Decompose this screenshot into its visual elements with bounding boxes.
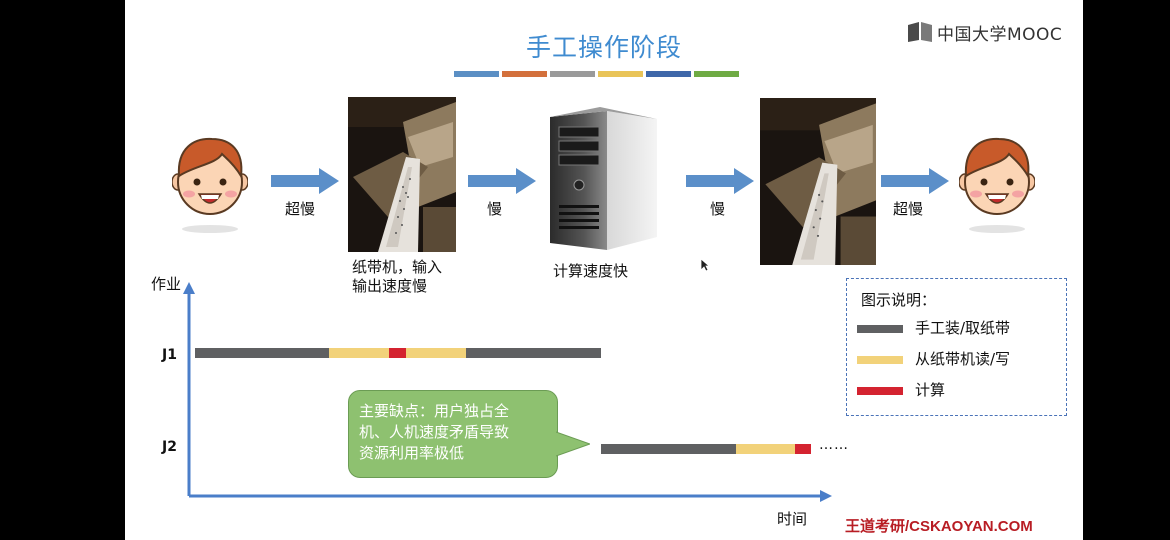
legend-title: 图示说明： bbox=[861, 291, 937, 309]
speed-label: 慢 bbox=[710, 200, 726, 218]
arrow-right-icon bbox=[881, 168, 949, 194]
j1-tape-io-segment bbox=[329, 348, 389, 358]
job-label-j1: J1 bbox=[162, 347, 177, 363]
j2-manual-segment bbox=[601, 444, 736, 454]
title-stripe bbox=[598, 71, 643, 77]
y-axis-arrowhead bbox=[183, 282, 195, 294]
y-axis-label: 作业 bbox=[151, 275, 182, 293]
j1-manual-segment bbox=[195, 348, 329, 358]
j2-compute-segment bbox=[795, 444, 811, 454]
j1-tape-io-segment bbox=[406, 348, 466, 358]
mooc-logo-text: 中国大学MOOC bbox=[937, 24, 1063, 45]
legend-swatch-compute bbox=[857, 387, 903, 395]
slide: 手工操作阶段 中国大学MOOC 超慢 bbox=[125, 0, 1083, 540]
computer-caption: 计算速度快 bbox=[553, 262, 629, 280]
title-stripe bbox=[694, 71, 739, 77]
title-stripe bbox=[550, 71, 595, 77]
tape-caption-line: 输出速度慢 bbox=[352, 277, 428, 295]
title-stripe bbox=[646, 71, 691, 77]
j1-manual-segment bbox=[466, 348, 601, 358]
job-label-j2: J2 bbox=[162, 439, 177, 455]
legend-label-compute: 计算 bbox=[915, 381, 946, 399]
j1-compute-segment bbox=[389, 348, 406, 358]
tape-machine-caption: 纸带机，输入 输出速度慢 bbox=[352, 258, 442, 296]
user-face-icon bbox=[172, 137, 248, 233]
footer-watermark: 王道考研/CSKAOYAN.COM bbox=[845, 518, 1033, 535]
title-stripe bbox=[502, 71, 547, 77]
tape-caption-line: 纸带机，输入 bbox=[352, 258, 443, 276]
arrow-right-icon bbox=[686, 168, 754, 194]
legend-label-manual: 手工装/取纸带 bbox=[915, 319, 1011, 337]
title-stripe bbox=[454, 71, 499, 77]
callout-line: 主要缺点：用户独占全 bbox=[359, 402, 510, 420]
mouse-cursor-icon bbox=[700, 258, 710, 272]
x-axis-arrowhead bbox=[820, 490, 832, 502]
mooc-logo: 中国大学MOOC bbox=[907, 20, 1063, 45]
paper-tape-machine-photo bbox=[348, 97, 456, 252]
speed-label: 超慢 bbox=[893, 200, 924, 218]
legend-label-tape-io: 从纸带机读/写 bbox=[915, 350, 1011, 368]
speed-label: 慢 bbox=[487, 200, 503, 218]
computer-tower-photo bbox=[550, 107, 657, 250]
timeline-axes bbox=[183, 282, 832, 502]
disadvantage-callout: 主要缺点：用户独占全 机、人机速度矛盾导致 资源利用率极低 bbox=[348, 390, 558, 478]
callout-line: 机、人机速度矛盾导致 bbox=[359, 423, 510, 441]
paper-tape-machine-photo bbox=[760, 98, 876, 265]
j2-tape-io-segment bbox=[736, 444, 795, 454]
slide-title: 手工操作阶段 bbox=[525, 33, 682, 62]
legend-swatch-tape-io bbox=[857, 356, 903, 364]
legend-box: 图示说明： 手工装/取纸带 从纸带机读/写 计算 bbox=[846, 278, 1067, 416]
speed-label: 超慢 bbox=[285, 200, 316, 218]
callout-tail bbox=[556, 431, 590, 457]
legend-swatch-manual bbox=[857, 325, 903, 333]
x-axis-label: 时间 bbox=[777, 510, 808, 528]
arrow-right-icon bbox=[271, 168, 339, 194]
mooc-logo-icon bbox=[908, 22, 932, 42]
arrow-right-icon bbox=[468, 168, 536, 194]
user-face-icon bbox=[959, 137, 1035, 233]
callout-line: 资源利用率极低 bbox=[359, 444, 465, 462]
continuation-ellipsis: …… bbox=[819, 437, 849, 453]
